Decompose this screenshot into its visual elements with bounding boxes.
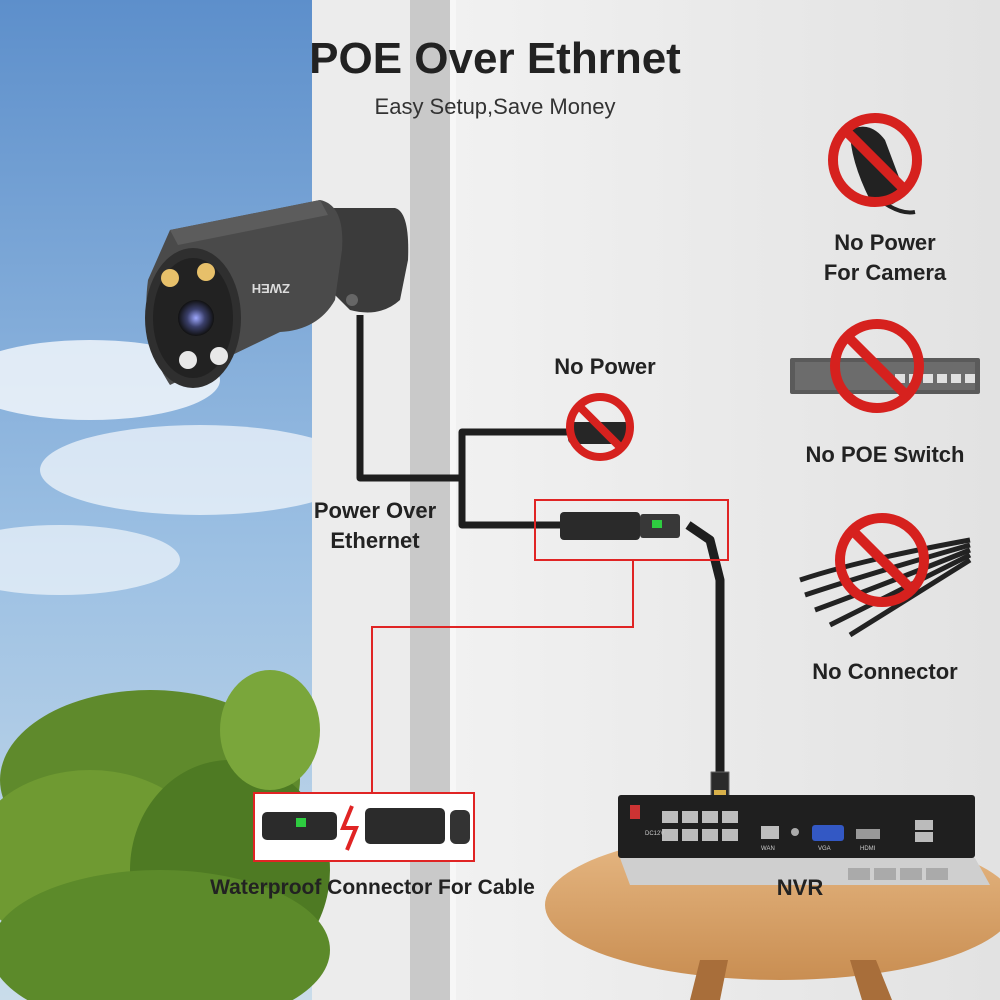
power-over-ethernet-line1: Power Over xyxy=(313,498,437,523)
no-power-label: No Power xyxy=(554,354,656,379)
no-power-for-camera-line2: For Camera xyxy=(823,260,947,285)
nvr-wan-port xyxy=(761,826,779,839)
camera-cable xyxy=(356,315,462,482)
prohibited-switch xyxy=(790,319,980,413)
waterproof-connector-inline xyxy=(534,499,729,561)
camera-mount xyxy=(330,208,409,313)
camera: ZWEH xyxy=(145,200,409,388)
wall-column-edge-light xyxy=(450,0,456,1000)
page-title: POE Over Ethrnet xyxy=(309,34,681,83)
cloud xyxy=(40,425,360,515)
prohibited-adapter-icon xyxy=(828,113,922,207)
prohibited-dc-plug-icon xyxy=(566,393,634,461)
waterproof-connector-label: Waterproof Connector For Cable xyxy=(210,876,535,899)
power-over-ethernet-label: Power Over Ethernet xyxy=(290,496,460,556)
prohibited-switch-icon xyxy=(830,319,924,413)
ir-light-right xyxy=(210,347,228,365)
nvr-hdmi-port xyxy=(856,829,880,839)
warm-light-right xyxy=(197,263,215,281)
nvr-dc-label: DC12V xyxy=(645,831,664,837)
prohibited-adapter xyxy=(828,113,922,215)
no-connector-label: No Connector xyxy=(812,659,958,684)
waterproof-connector-detail xyxy=(253,792,475,862)
nvr-label: NVR xyxy=(776,875,824,900)
connector-highlight-box xyxy=(534,499,729,561)
ethernet-cable-branch xyxy=(458,478,560,529)
no-power-for-camera-line1: No Power xyxy=(834,230,936,255)
no-poe-switch-label: No POE Switch xyxy=(805,442,965,467)
ir-light-left xyxy=(179,351,197,369)
cloud xyxy=(0,525,180,595)
camera-brand: ZWEH xyxy=(252,281,290,296)
prohibited-splitter-icon xyxy=(835,513,929,607)
warm-light-left xyxy=(161,269,179,287)
power-cable-branch xyxy=(458,428,570,478)
nvr-front-panel xyxy=(618,795,975,858)
power-over-ethernet-line2: Ethernet xyxy=(330,528,420,553)
nvr-wan-label: WAN xyxy=(761,846,775,852)
nvr-vga-label: VGA xyxy=(818,846,831,852)
nvr-audio-port xyxy=(791,828,799,836)
prohibited-splitter xyxy=(799,513,972,638)
nvr-usb-port xyxy=(915,820,933,830)
no-power-for-camera-label: No Power For Camera xyxy=(770,228,1000,288)
nvr-vga-port xyxy=(812,825,844,841)
camera-lens xyxy=(178,300,214,336)
page-subtitle: Easy Setup,Save Money xyxy=(374,94,616,119)
callout-lines xyxy=(371,560,634,793)
nvr-hdmi-label: HDMI xyxy=(860,846,876,852)
nvr-lan-ports xyxy=(662,811,738,841)
dc-plug xyxy=(566,393,634,461)
nvr-device: DC12V WAN VGA HDMI xyxy=(618,795,990,885)
